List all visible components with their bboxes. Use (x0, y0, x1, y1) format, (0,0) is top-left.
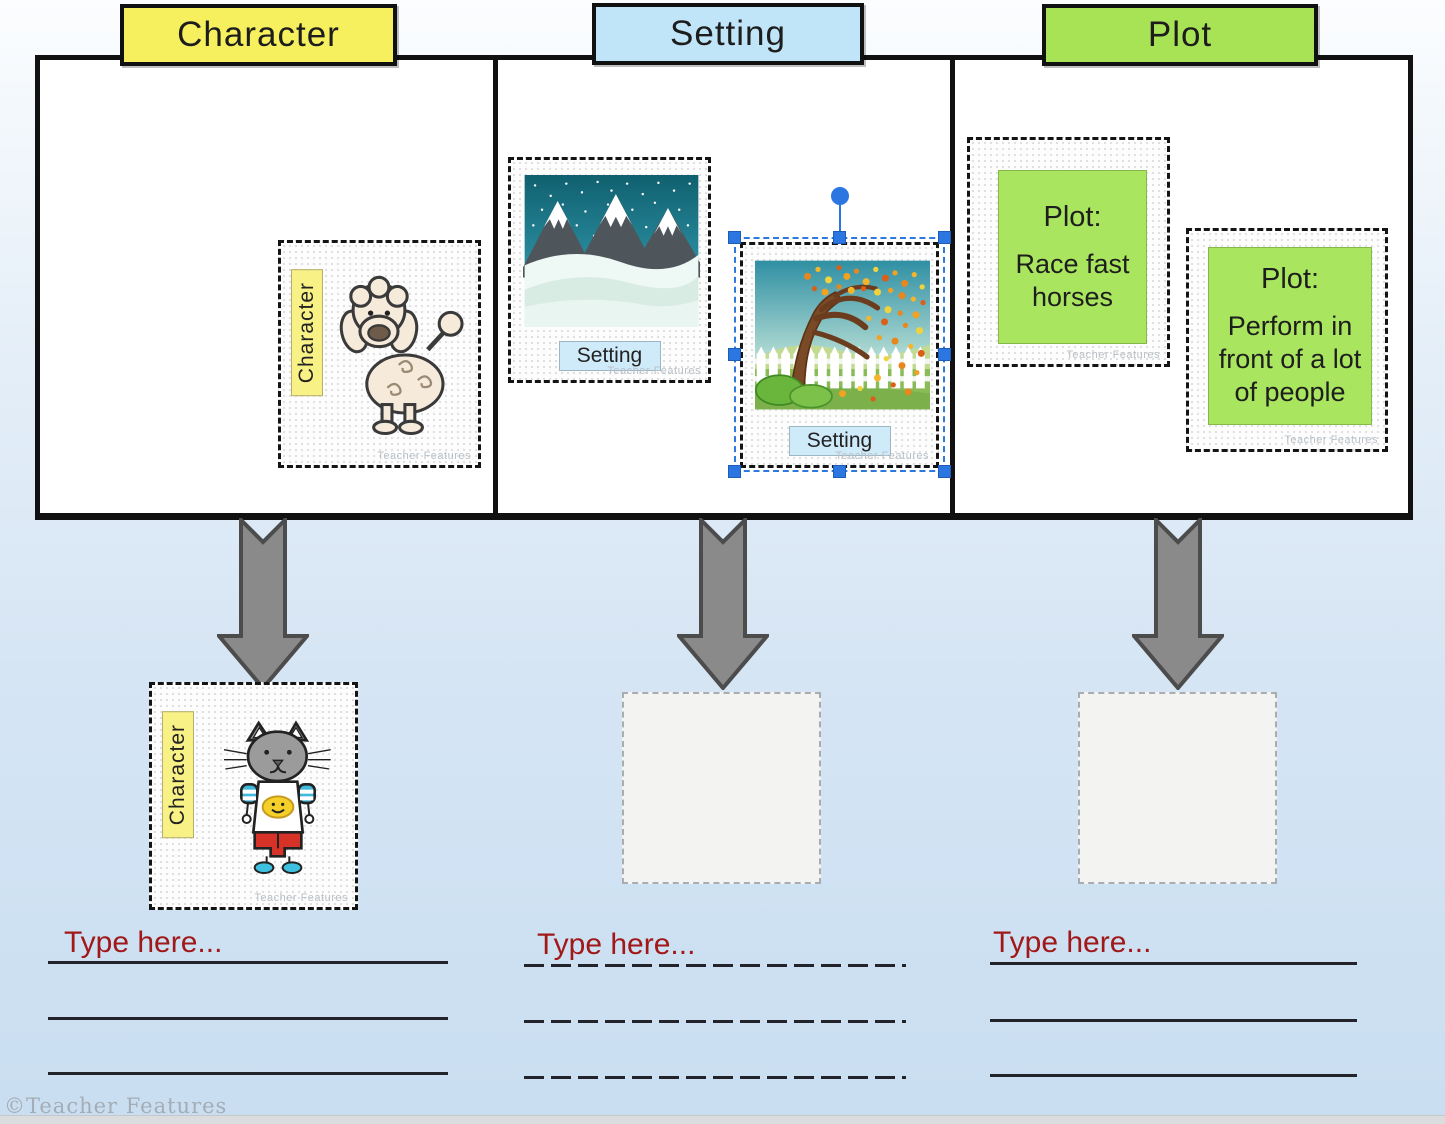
writing-line (48, 961, 448, 964)
plot-card-text: Race fast horses (1015, 248, 1130, 312)
setting-card-tag: Setting (788, 426, 891, 456)
plot-card-title: Plot: (1043, 200, 1102, 233)
writing-line (524, 1020, 906, 1023)
card-watermark: Teacher Features (835, 450, 929, 462)
bottom-window-edge (0, 1115, 1445, 1124)
plot-card-title: Plot: (1260, 263, 1320, 296)
character-header-label: Character (177, 15, 340, 54)
setting-answer-input[interactable]: Type here... (537, 928, 696, 961)
plot-column (950, 60, 1408, 513)
setting-card-tag-label: Setting (576, 344, 643, 367)
card-watermark: Teacher Features (607, 365, 701, 377)
selection-handle-mid-left[interactable] (728, 347, 741, 361)
writing-line (990, 962, 1357, 965)
down-arrow-setting (677, 518, 769, 690)
selection-handle-bottom-right[interactable] (938, 465, 951, 478)
poodle-illustration (339, 275, 464, 436)
writing-line (48, 1017, 448, 1020)
card-watermark: Teacher Features (254, 892, 348, 904)
writing-line (524, 964, 906, 967)
setting-card-winter[interactable]: Setting Teacher Features (508, 157, 711, 383)
rotation-handle[interactable] (830, 187, 849, 205)
setting-card-autumn[interactable]: Setting Teacher Features (740, 242, 939, 468)
writing-line (524, 1076, 906, 1079)
character-answer-input[interactable]: Type here... (64, 926, 223, 959)
character-card-cat[interactable]: Character (149, 682, 358, 910)
plot-header: Plot (1042, 4, 1318, 66)
writing-line (48, 1072, 448, 1075)
writing-line (990, 1074, 1357, 1077)
selection-handle-bottom-center[interactable] (832, 465, 846, 478)
character-card-tag-label: Character (166, 724, 189, 826)
plot-card-perform[interactable]: Plot: Perform in front of a lot of peopl… (1186, 228, 1388, 452)
winter-scene-illustration (523, 175, 700, 327)
card-watermark: Teacher Features (1066, 349, 1160, 361)
setting-drop-zone[interactable] (622, 692, 821, 884)
selection-handle-top-right[interactable] (938, 231, 951, 244)
autumn-scene-illustration (755, 260, 930, 410)
setting-column (492, 60, 951, 513)
setting-card-tag-label: Setting (806, 429, 873, 452)
writing-line (990, 1019, 1357, 1022)
character-card-tag: Character (291, 269, 323, 397)
character-card-tag: Character (162, 711, 194, 839)
plot-answer-input[interactable]: Type here... (993, 926, 1152, 959)
cat-illustration (223, 720, 331, 875)
plot-header-label: Plot (1147, 15, 1213, 54)
footer-watermark: ©Teacher Features (4, 1094, 228, 1118)
selection-handle-mid-right[interactable] (938, 347, 951, 361)
selection-handle-bottom-left[interactable] (728, 465, 741, 478)
plot-card-text: Perform in front of a lot of people (1218, 311, 1362, 407)
setting-card-tag: Setting (558, 341, 661, 371)
sorting-boxes (35, 55, 1413, 520)
plot-drop-zone[interactable] (1078, 692, 1277, 884)
character-card-poodle[interactable]: Character (278, 240, 481, 468)
selection-handle-top-center[interactable] (832, 231, 846, 244)
setting-header-label: Setting (670, 14, 786, 53)
card-watermark: Teacher Features (1284, 434, 1378, 446)
character-card-tag-label: Character (295, 282, 318, 384)
card-watermark: Teacher Features (377, 450, 471, 462)
setting-header: Setting (592, 3, 864, 65)
down-arrow-character (217, 518, 309, 690)
plot-card-race[interactable]: Plot: Race fast horses Teacher Features (967, 137, 1170, 367)
down-arrow-plot (1132, 518, 1224, 690)
character-header: Character (120, 4, 397, 66)
selection-handle-top-left[interactable] (728, 231, 741, 244)
